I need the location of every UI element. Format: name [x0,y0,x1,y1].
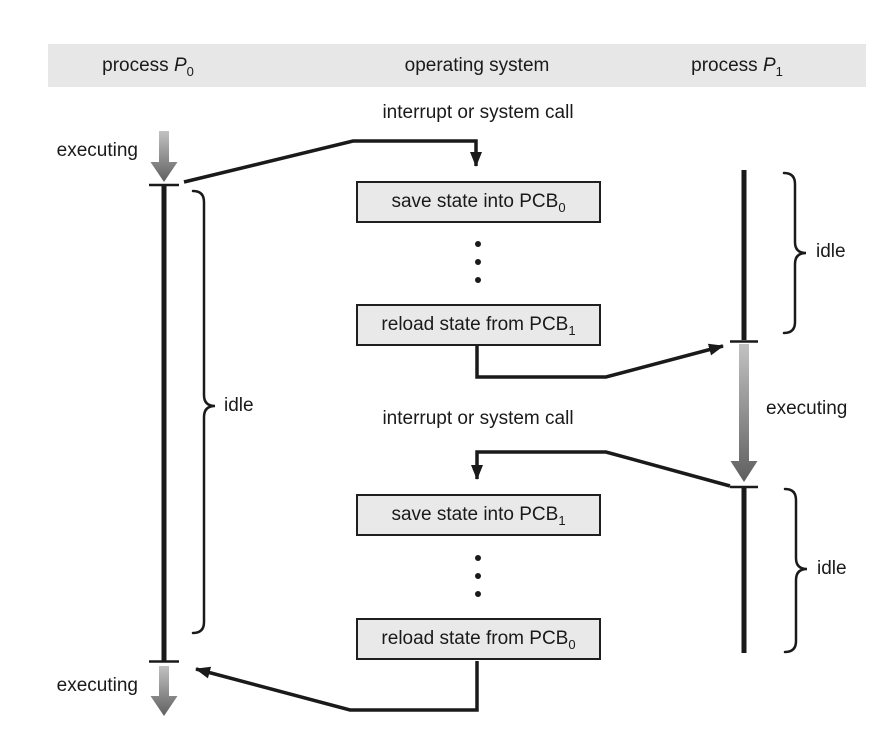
header-process-p1-prefix: process [691,55,763,76]
header-operating-system: operating system [404,55,550,76]
header-process-p0: process P0 [48,44,248,87]
box-text: save state into PCB [391,191,559,212]
save-state-pcb1-box: save state into PCB1 [356,494,601,536]
box-text: reload state from PCB [381,314,569,335]
reload-state-pcb0-box: reload state from PCB0 [356,618,601,660]
box-text: save state into PCB [391,504,559,525]
interrupt-label-top: interrupt or system call [382,102,574,123]
reload-arrow-os-to-p1 [475,343,724,379]
header-process-p1-sub: 1 [775,63,783,79]
interrupt-label-bottom: interrupt or system call [382,408,574,429]
p1-idle-brace-top [782,171,807,335]
p0-executing-bottom-arrow-icon [150,666,178,716]
p0-executing-top-arrow-icon [150,131,178,182]
box-label: save state into PCB1 [391,504,566,528]
interrupt-arrow-p1-to-os [471,450,731,488]
box-text: reload state from PCB [381,628,569,649]
ellipsis-dots-top [475,241,481,283]
box-label: save state into PCB0 [391,191,566,215]
executing-label-p0-bottom: executing [56,675,138,696]
box-sub: 1 [568,322,576,338]
header-process-p1-symbol: P [762,55,776,76]
header-process-p0-sub: 0 [186,63,194,79]
save-state-pcb0-box: save state into PCB0 [356,181,601,223]
executing-label-p0-top: executing [56,140,138,161]
reload-state-pcb1-box: reload state from PCB1 [356,304,601,346]
p1-idle-brace-bottom [783,487,808,654]
header-bar [48,44,866,87]
interrupt-arrow-p0-to-os [183,139,482,184]
box-sub: 1 [558,512,566,528]
executing-label-p1: executing [766,398,848,419]
reload-arrow-os-to-p0 [195,661,479,712]
header-process-p0-symbol: P [173,55,187,76]
box-sub: 0 [568,636,576,652]
header-process-p0-prefix: process [102,55,174,76]
box-sub: 0 [558,199,566,215]
box-label: reload state from PCB0 [381,628,576,652]
header-process-p1: process P1 [637,44,837,87]
idle-label-p0: idle [224,395,254,416]
p0-idle-brace [191,189,216,635]
idle-label-p1-top: idle [816,241,846,262]
ellipsis-dots-bottom [475,555,481,597]
box-label: reload state from PCB1 [381,314,576,338]
idle-label-p1-bottom: idle [817,558,847,579]
p1-executing-arrow-icon [730,344,758,482]
